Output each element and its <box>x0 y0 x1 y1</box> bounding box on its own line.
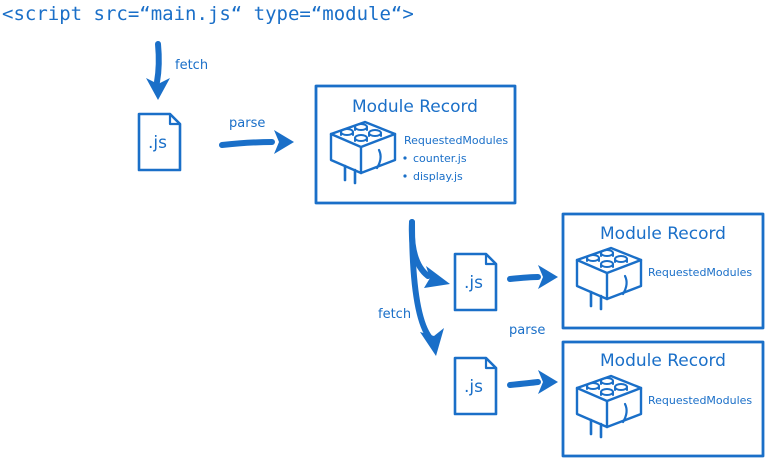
requested-module-item: counter.js <box>413 152 467 165</box>
js-file-display: .js <box>453 356 498 416</box>
js-file-label: .js <box>148 133 167 153</box>
script-tag-text: <script src=“main.js“ type=“module“> <box>2 3 414 25</box>
module-record-brick-icon <box>575 246 643 311</box>
fetch-label-top: fetch <box>175 58 208 73</box>
parse-label-lower: parse <box>509 323 545 338</box>
parse-arrow-display <box>507 370 558 394</box>
module-record-box <box>314 84 517 205</box>
module-record-box <box>561 340 765 458</box>
bullet-icon <box>403 174 407 178</box>
fetch-branch-arrows <box>408 219 450 356</box>
requested-modules-label: RequestedModules <box>648 266 752 279</box>
module-record-brick-icon <box>575 374 643 439</box>
module-record-main: Module Record RequestedModules counter.j… <box>314 84 517 205</box>
module-record-brick-icon <box>329 120 397 185</box>
parse-label-top: parse <box>229 116 265 131</box>
module-record-title: Module Record <box>600 351 726 371</box>
js-file-counter: .js <box>453 252 498 312</box>
module-record-box <box>561 212 765 330</box>
fetch-arrow-top <box>146 41 170 100</box>
js-file-label: .js <box>464 273 483 293</box>
requested-modules-label: RequestedModules <box>648 394 752 407</box>
fetch-label-lower: fetch <box>378 307 411 322</box>
requested-modules-label: RequestedModules <box>404 134 508 147</box>
requested-module-item: display.js <box>413 170 463 183</box>
module-record-title: Module Record <box>352 97 478 117</box>
bullet-icon <box>403 156 407 160</box>
js-file-main: .js <box>137 112 182 172</box>
parse-arrow-counter <box>507 265 558 289</box>
js-file-label: .js <box>464 377 483 397</box>
module-record-display: Module Record RequestedModules <box>561 340 765 458</box>
module-record-counter: Module Record RequestedModules <box>561 212 765 330</box>
module-record-title: Module Record <box>600 224 726 244</box>
parse-arrow-top <box>219 130 294 154</box>
